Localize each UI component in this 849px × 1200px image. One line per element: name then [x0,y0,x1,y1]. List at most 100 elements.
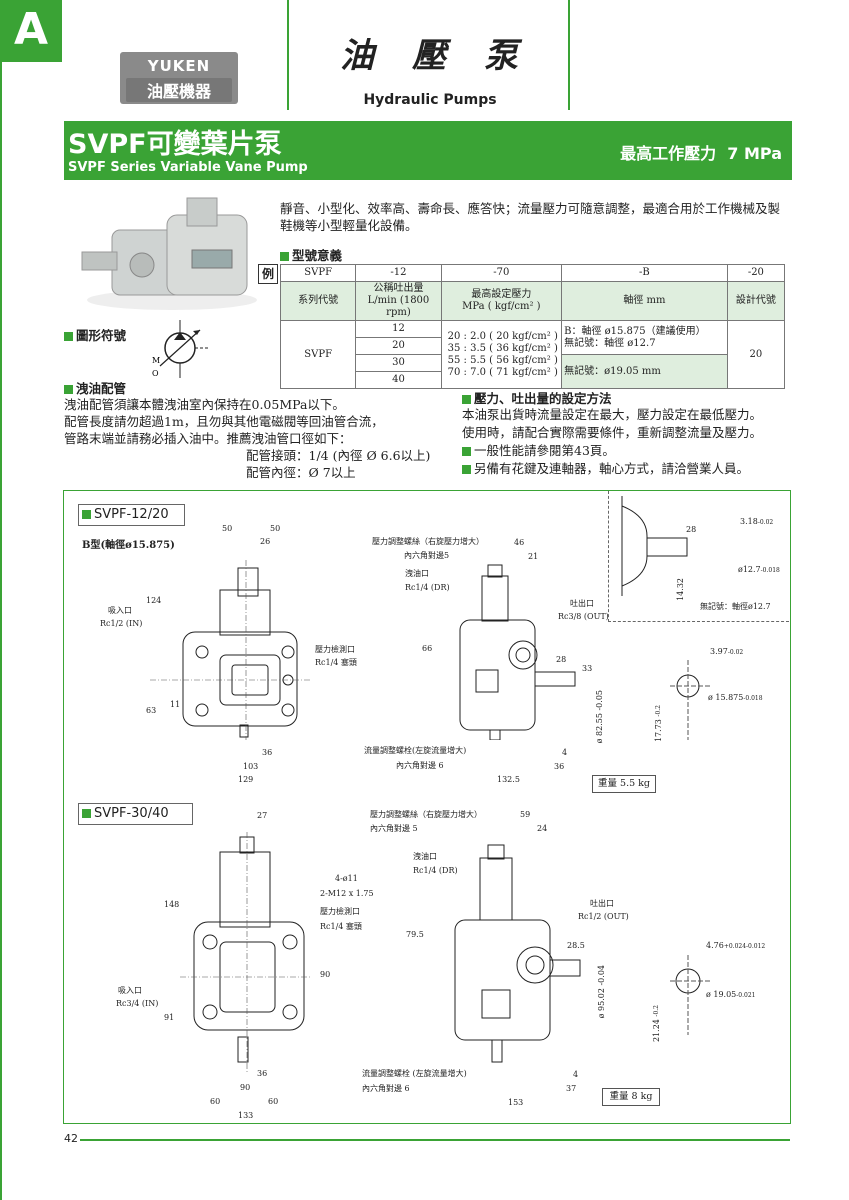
d1-hex5: 內六角對邊5 [404,551,450,560]
dim-397-tol: -0.02 [727,649,744,656]
model-heading-text: 型號意義 [292,248,343,263]
bullet-icon [82,510,91,519]
section-tab-letter: A [13,4,49,55]
footer-line [80,1139,790,1141]
label-series: 系列代號 [279,281,357,321]
dim-27: 27 [257,811,268,820]
code-series: SVPF [279,264,357,282]
dim-132: 132.5 [497,775,520,784]
dim-63: 63 [146,706,157,715]
setting-note-1: 一般性能請參閱第43頁。 [462,442,762,460]
pressure-20: 20 : 2.0 ( 20 kgf/cm² ) [447,330,558,342]
d1-drain-port: Rc1/4 (DR) [405,583,450,592]
dim-24: 24 [537,824,548,833]
dim-148: 148 [164,900,180,909]
dim-1773: 17.73 -0.2 [654,705,663,742]
d1-suction: 吸入口 [108,606,132,615]
dim-476-tol2: -0.012 [746,943,766,950]
pressure-list: 20 : 2.0 ( 20 kgf/cm² ) 35 : 3.5 ( 36 kg… [440,320,563,389]
bullet-icon [64,385,73,394]
d2-suction: 吸入口 [118,986,142,995]
bullet-icon [462,447,471,456]
section-tab [0,0,62,62]
dim-95-tol: -0.04 [597,965,606,986]
intro-text: 靜音、小型化、效率高、壽命長、應答快；流量壓力可隨意調整，最適合用於工作機械及製… [280,201,781,233]
d1-outlet: 吐出口 [570,599,594,608]
code-shaft: -B [561,264,728,282]
d1-gauge-port: Rc1/4 塞頭 [315,658,357,667]
pressure-55: 55 : 5.5 ( 56 kgf/cm² ) [447,354,558,366]
dim-1905-tol: -0.021 [736,992,756,999]
flow-20: 20 [355,337,442,355]
d1-press-screw: 壓力調整螺絲（右旋壓力增大） [372,537,484,546]
dim-21: 21 [528,552,539,561]
brand-bottom-text: 油壓機器 [126,78,232,102]
dim-91: 91 [164,1013,175,1022]
bullet-icon [462,465,471,474]
dim-15875-tol: -0.018 [743,695,763,702]
d1-flow-screw: 流量調整螺栓(左旋流量增大) [364,746,467,755]
dim-476-tol1: +0.024 [723,943,747,950]
drawing2-front-view [180,832,310,1072]
dim-15875: ø 15.875-0.018 [708,693,763,702]
drain-joint: 配管接頭：1/4 (內徑 Ø 6.6以上) [246,448,431,463]
dim-1905: ø 19.05-0.021 [706,990,755,999]
d2-gauge: 壓力檢測口 [320,907,360,916]
bullet-icon [462,395,471,404]
dim-1773-value: 17.73 [654,719,663,743]
setting-heading-text: 壓力、吐出量的設定方法 [474,391,612,406]
drawing1-front-view [150,560,310,740]
dim-90: 90 [240,1083,251,1092]
dim-2124: 21.24 -0.2 [652,1005,661,1042]
setting-text: 本油泵出貨時流量設定在最大，壓力設定在最低壓力。 使用時，請配合實際需要條件，重… [462,406,762,478]
dim-2124-tol: -0.2 [653,1005,660,1017]
dim-133: 133 [238,1111,254,1120]
dim-26: 26 [260,537,271,546]
dim-397: 3.97-0.02 [710,647,743,656]
header-divider-right [568,0,570,110]
d1-suction-port: Rc1/2 (IN) [100,619,143,628]
pressure-35: 35 : 3.5 ( 36 kgf/cm² ) [447,342,558,354]
d2-outlet: 吐出口 [590,899,614,908]
dim-46: 46 [514,538,525,547]
page-title-en: Hydraulic Pumps [363,92,497,108]
label-design: 設計代號 [726,281,786,321]
d2-hex5: 內六角對邊 5 [370,824,418,833]
dim-127-value: ø12.7 [738,565,761,574]
code-design: -20 [726,264,786,282]
dim-103: 103 [243,762,259,771]
code-flow: -12 [355,264,442,282]
pressure-70: 70 : 7.0 ( 71 kgf/cm² ) [447,366,558,378]
drawing2-title: SVPF-30/40 [78,803,193,825]
dim-59: 59 [520,810,531,819]
key-detail-1 [670,660,710,740]
drawing2-side-view [454,844,581,1063]
dim-82-tol: -0.05 [595,690,604,711]
dim-318-tol: -0.02 [757,519,774,526]
label-pressure: 最高設定壓力 MPa ( kgf/cm² ) [440,281,563,321]
d1-weight: 重量 5.5 kg [592,775,656,793]
drawing1-title: SVPF-12/20 [78,504,185,526]
setting-note-1-text: 一般性能請參閱第43頁。 [474,443,615,458]
setting-note-2-text: 另備有花鍵及連軸器，軸心方式，請洽營業人員。 [474,461,750,476]
flow-40: 40 [355,371,442,389]
d1-no-mark: 無記號：軸徑ø12.7 [700,602,771,611]
dim-4: 4 [562,748,568,757]
dim-397-value: 3.97 [710,647,728,656]
model-table: SVPF -12 -70 -B -20 系列代號 公稱吐出量 L/min (18… [279,264,786,389]
svg-text:O: O [152,369,159,378]
drawing-frame [63,490,791,1124]
dim-153: 153 [508,1098,524,1107]
drawing1-title-text: SVPF-12/20 [94,507,169,522]
label-shaft: 軸徑 mm [561,281,728,321]
dim-82: ø 82.55 -0.05 [595,690,604,743]
product-banner [64,121,792,180]
example-label: 例 [258,264,278,284]
setting-heading: 壓力、吐出量的設定方法 [462,388,612,407]
d2-suction-port: Rc3/4 (IN) [116,999,159,1008]
setting-note-2: 另備有花鍵及連軸器，軸心方式，請洽營業人員。 [462,460,762,478]
drain-line-2: 配管長度請勿超過1m，且勿與其他電磁閥等回油管合流， [64,414,384,429]
setting-line-1: 本油泵出貨時流量設定在最大，壓力設定在最低壓力。 [462,407,763,422]
dim-1905-value: ø 19.05 [706,990,737,999]
d2-drain-port: Rc1/4 (DR) [413,866,458,875]
